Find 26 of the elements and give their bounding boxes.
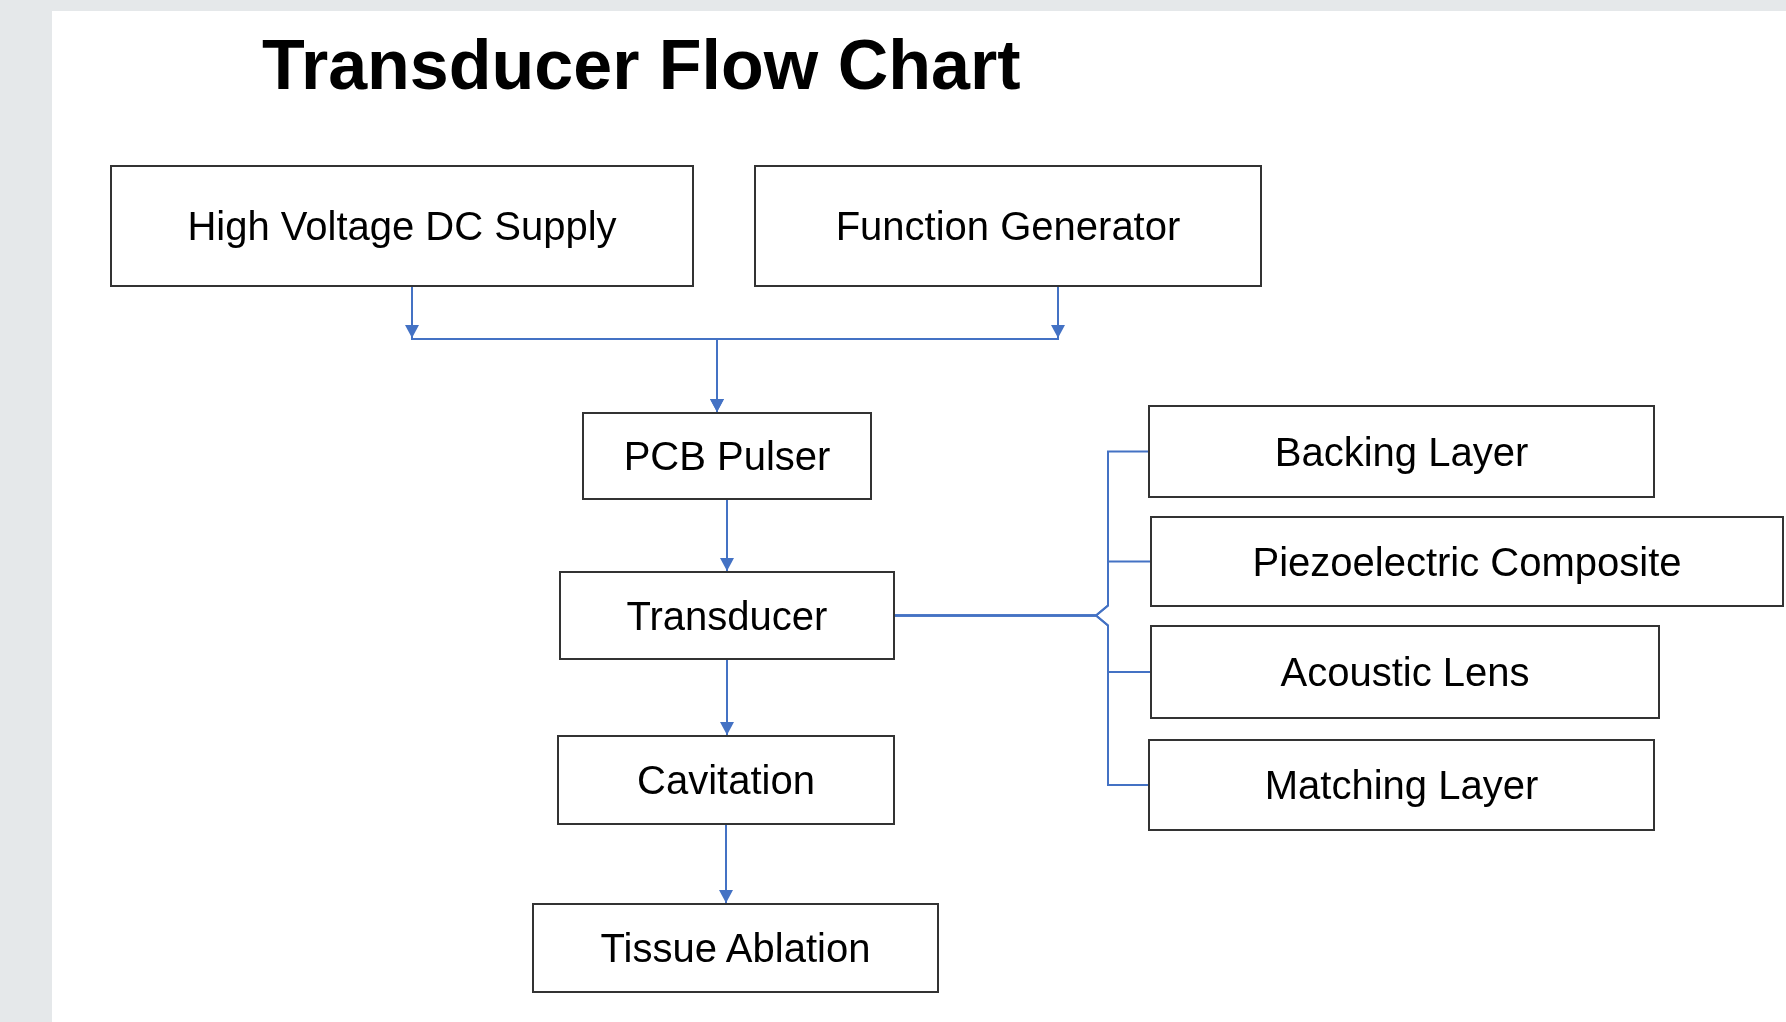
- arrow: [719, 824, 733, 904]
- process-box: [582, 412, 872, 500]
- box-label: Cavitation: [637, 757, 815, 804]
- process-box: [1150, 516, 1784, 607]
- box-label: Matching Layer: [1264, 762, 1539, 809]
- box-label: Tissue Ablation: [600, 925, 871, 972]
- process-box: [1150, 625, 1660, 719]
- process-box: [532, 903, 939, 993]
- box-label: Transducer: [626, 592, 828, 640]
- box-label: Piezoelectric Composite: [1252, 538, 1682, 586]
- process-box: [754, 165, 1262, 287]
- arrow: [720, 659, 734, 736]
- title: Transducer Flow Chart: [262, 30, 1021, 100]
- box-label: Function Generator: [835, 203, 1181, 250]
- process-box: [559, 571, 895, 660]
- process-box: [1148, 405, 1655, 498]
- box-label: High Voltage DC Supply: [187, 203, 617, 250]
- process-box: [1148, 739, 1655, 831]
- box-label: PCB Pulser: [623, 433, 831, 480]
- box-label: Acoustic Lens: [1280, 649, 1530, 696]
- connector-line: [894, 614, 1149, 786]
- arrow: [710, 286, 1065, 413]
- process-box: [557, 735, 895, 825]
- process-box: [110, 165, 694, 287]
- box-label: Backing Layer: [1274, 428, 1529, 476]
- arrow: [720, 499, 734, 572]
